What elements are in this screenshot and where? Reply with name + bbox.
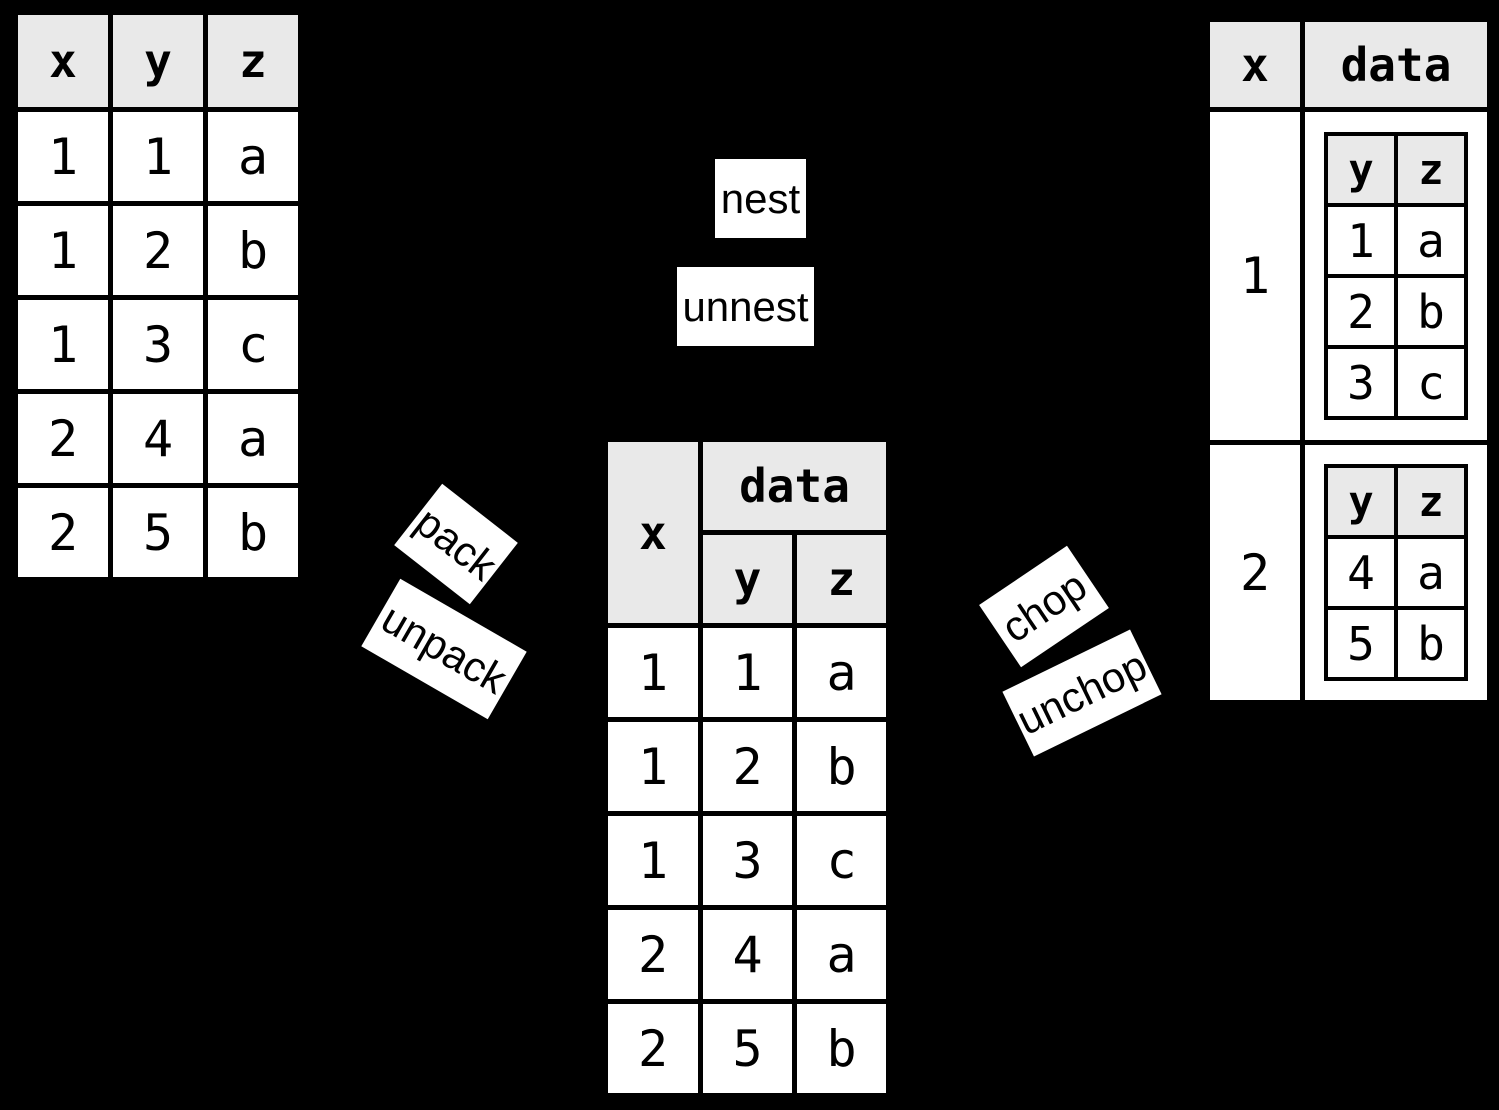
nest-label: nest <box>715 159 806 238</box>
flat-cell: 5 <box>108 483 208 582</box>
flat-table: x y z 1 1 a 1 2 b 1 3 c 2 4 a 2 5 b <box>13 10 303 582</box>
flat-cell: b <box>203 483 303 582</box>
packed-table-header-x: x <box>603 437 703 628</box>
table-row: 1 3 c <box>603 811 891 910</box>
table-row: 1 y z 1 a 2 b <box>1205 107 1492 445</box>
mini-cell: 2 <box>1324 274 1398 349</box>
mini-cell: a <box>1394 535 1468 610</box>
table-row: 1 3 c <box>13 295 303 394</box>
flat-cell: 3 <box>108 295 208 394</box>
unnest-label: unnest <box>677 267 814 346</box>
flat-table-header-z: z <box>203 10 303 112</box>
table-row: 1 a <box>1324 203 1468 278</box>
flat-cell: 1 <box>13 201 113 300</box>
table-row: 1 2 b <box>13 201 303 300</box>
packed-cell: 1 <box>603 623 703 722</box>
packed-cell: 2 <box>603 905 703 1004</box>
packed-cell: 1 <box>603 811 703 910</box>
packed-cell: 2 <box>603 999 703 1098</box>
packed-table-header-data: data <box>698 437 891 535</box>
packed-cell: 4 <box>698 905 797 1004</box>
mini-cell: c <box>1394 345 1468 420</box>
mini-table-group-1: y z 1 a 2 b 3 c <box>1324 132 1468 420</box>
table-row: 5 b <box>1324 606 1468 681</box>
nested-group-key: 2 <box>1205 440 1305 705</box>
flat-cell: a <box>203 389 303 488</box>
mini-cell: b <box>1394 274 1468 349</box>
mini-cell: 3 <box>1324 345 1398 420</box>
flat-cell: b <box>203 201 303 300</box>
unpack-label: unpack <box>361 578 527 720</box>
flat-cell: 2 <box>13 483 113 582</box>
packed-table-header-y: y <box>698 530 797 628</box>
nested-table-header-data: data <box>1300 17 1492 112</box>
mini-cell: b <box>1394 606 1468 681</box>
table-row: 1 1 a <box>603 623 891 722</box>
packed-cell: 3 <box>698 811 797 910</box>
nested-table-header-x: x <box>1205 17 1305 112</box>
mini-table-header-y: y <box>1324 132 1398 207</box>
mini-cell: 4 <box>1324 535 1398 610</box>
packed-cell: 1 <box>698 623 797 722</box>
flat-cell: a <box>203 107 303 206</box>
mini-table-header-z: z <box>1394 132 1468 207</box>
table-row: 2 5 b <box>603 999 891 1098</box>
flat-cell: 1 <box>13 295 113 394</box>
flat-cell: 1 <box>13 107 113 206</box>
packed-table: x data y z 1 1 a 1 2 b 1 3 c 2 4 a 2 5 <box>603 437 891 1098</box>
flat-table-header-x: x <box>13 10 113 112</box>
table-row: 2 5 b <box>13 483 303 582</box>
mini-cell: 1 <box>1324 203 1398 278</box>
packed-cell: 5 <box>698 999 797 1098</box>
table-row: 2 b <box>1324 274 1468 349</box>
table-row: 1 2 b <box>603 717 891 816</box>
table-row: 2 4 a <box>13 389 303 488</box>
nested-data-cell: y z 4 a 5 b <box>1300 440 1492 705</box>
nested-table-header-row: x data <box>1205 17 1492 112</box>
nested-table: x data 1 y z 1 a 2 b <box>1205 17 1492 705</box>
flat-cell: 2 <box>108 201 208 300</box>
packed-cell: c <box>792 811 891 910</box>
table-row: 3 c <box>1324 345 1468 420</box>
packed-cell: a <box>792 623 891 722</box>
flat-cell: 1 <box>108 107 208 206</box>
mini-cell: a <box>1394 203 1468 278</box>
flat-table-header-row: x y z <box>13 10 303 112</box>
nested-data-cell: y z 1 a 2 b 3 c <box>1300 107 1492 445</box>
packed-cell: 2 <box>698 717 797 816</box>
table-row: 1 1 a <box>13 107 303 206</box>
packed-cell: b <box>792 999 891 1098</box>
flat-table-header-y: y <box>108 10 208 112</box>
nested-group-key: 1 <box>1205 107 1305 445</box>
packed-cell: a <box>792 905 891 1004</box>
table-row: 2 y z 4 a 5 b <box>1205 440 1492 705</box>
mini-table-group-2: y z 4 a 5 b <box>1324 464 1468 681</box>
table-row: 2 4 a <box>603 905 891 1004</box>
packed-table-header-z: z <box>792 530 891 628</box>
mini-table-header-y: y <box>1324 464 1398 539</box>
mini-table-header-row: y z <box>1324 132 1468 207</box>
mini-cell: 5 <box>1324 606 1398 681</box>
flat-cell: 4 <box>108 389 208 488</box>
packed-cell: 1 <box>603 717 703 816</box>
packed-table-subheader-row: y z <box>606 530 891 628</box>
mini-table-header-row: y z <box>1324 464 1468 539</box>
packed-table-header-row: x data <box>603 437 891 628</box>
flat-cell: c <box>203 295 303 394</box>
table-row: 4 a <box>1324 535 1468 610</box>
packed-cell: b <box>792 717 891 816</box>
mini-table-header-z: z <box>1394 464 1468 539</box>
flat-cell: 2 <box>13 389 113 488</box>
